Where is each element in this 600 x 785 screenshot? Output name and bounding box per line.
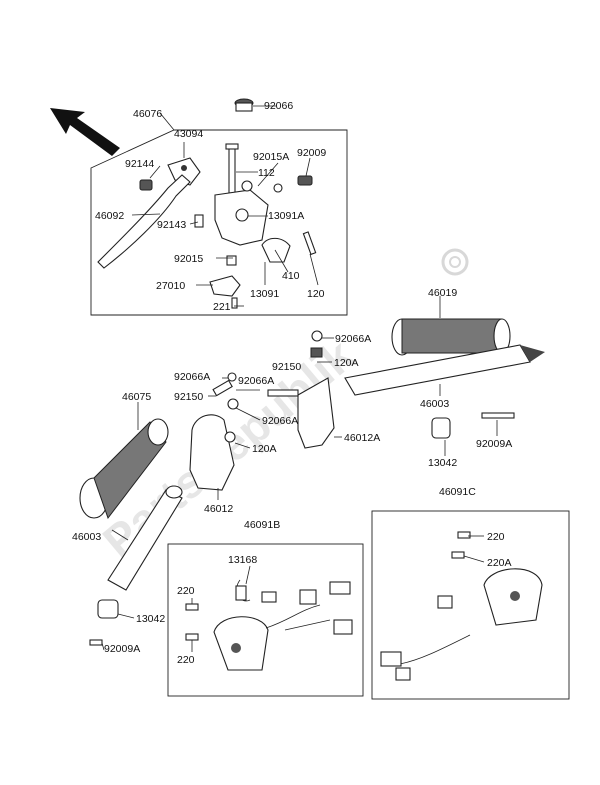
label-46012: 46012 <box>204 503 233 515</box>
label-13042-left: 13042 <box>136 613 165 625</box>
front-direction-arrow-icon <box>50 108 120 156</box>
switch-c-frame <box>371 510 570 700</box>
switch-nut-part <box>226 255 237 266</box>
label-13168: 13168 <box>228 554 257 566</box>
lever-holder-part <box>167 157 201 186</box>
label-120: 120 <box>307 288 325 300</box>
label-92066: 92066 <box>264 100 293 112</box>
label-120A-lower: 120A <box>252 443 277 455</box>
bleed-screw-part <box>297 175 313 186</box>
throttle-tube-part <box>344 344 545 396</box>
lever-spring-part <box>139 179 153 191</box>
label-13091A: 13091A <box>268 210 304 222</box>
label-46091C: 46091C <box>439 486 476 498</box>
bar-end-screw-part <box>89 412 515 646</box>
washer-part <box>241 180 283 193</box>
label-13091: 13091 <box>250 288 279 300</box>
throttle-grip-part <box>391 318 511 356</box>
label-220-b-top: 220 <box>177 585 195 597</box>
label-46003-left: 46003 <box>72 531 101 543</box>
label-120A-top: 120A <box>334 357 359 369</box>
label-220-b-bottom: 220 <box>177 654 195 666</box>
handlebar-holder-46012 <box>189 414 235 491</box>
dust-cap-part <box>194 214 204 228</box>
label-92015A: 92015A <box>253 151 289 163</box>
bolt-small-parts <box>212 330 323 443</box>
label-46091B: 46091B <box>244 519 280 531</box>
switch-c-screws <box>451 531 471 559</box>
label-92009A-right: 92009A <box>476 438 512 450</box>
label-46012A: 46012A <box>344 432 380 444</box>
brake-switch-part <box>209 275 241 297</box>
leader-lines <box>101 105 498 652</box>
label-46076: 46076 <box>133 108 162 120</box>
clamp-bolt-part <box>302 231 317 256</box>
label-220-c: 220 <box>487 531 505 543</box>
label-92150-left: 92150 <box>174 391 203 403</box>
left-grip-part <box>79 418 169 520</box>
label-92144: 92144 <box>125 158 154 170</box>
part-labels: 46076 92066 43094 92144 92015A 92009 112… <box>72 100 512 666</box>
label-92066A-top: 92066A <box>335 333 371 345</box>
label-43094: 43094 <box>174 128 203 140</box>
label-46019: 46019 <box>428 287 457 299</box>
label-220A: 220A <box>487 557 512 569</box>
label-92150-right: 92150 <box>272 361 301 373</box>
pivot-bolt-part <box>225 143 239 194</box>
label-92009: 92009 <box>297 147 326 159</box>
brake-lever-part <box>97 174 191 269</box>
switch-b-frame <box>167 543 364 697</box>
label-112: 112 <box>258 167 275 179</box>
choke-cable-part <box>235 579 251 602</box>
bar-end-weight-part <box>97 417 451 619</box>
label-46003-right: 46003 <box>420 398 449 410</box>
left-handlebar-part <box>107 485 183 591</box>
label-13042-right: 13042 <box>428 457 457 469</box>
label-221: 221 <box>213 301 231 313</box>
label-410: 410 <box>282 270 300 282</box>
switch-b-screws <box>185 603 199 641</box>
label-92066A-mid: 92066A <box>238 375 274 387</box>
master-cylinder-part <box>214 189 269 246</box>
switch-screw-part <box>231 297 238 309</box>
left-switch-housing-part <box>213 581 353 671</box>
label-46075: 46075 <box>122 391 151 403</box>
handlebar-holder-46012A <box>297 377 335 449</box>
reservoir-cap-part <box>234 98 254 112</box>
label-92143: 92143 <box>157 219 186 231</box>
label-92066A-left: 92066A <box>174 371 210 383</box>
gear-watermark-icon <box>441 248 469 276</box>
lever-assembly-frame <box>90 129 348 316</box>
label-27010: 27010 <box>156 280 185 292</box>
clamp-part <box>261 237 291 263</box>
label-92015: 92015 <box>174 253 203 265</box>
label-46092: 46092 <box>95 210 124 222</box>
label-92009A-left: 92009A <box>104 643 140 655</box>
right-switch-housing-part <box>380 568 543 681</box>
label-92066A-lower: 92066A <box>262 415 298 427</box>
